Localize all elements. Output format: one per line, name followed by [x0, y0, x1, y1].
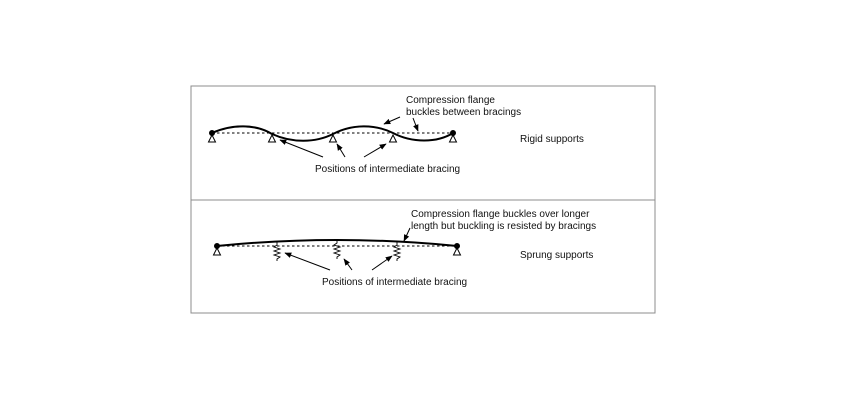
annotation-arrow: [412, 117, 419, 132]
annotation-arrow: [403, 227, 411, 242]
bracing-arrow: [371, 255, 393, 271]
support-triangle: [207, 133, 217, 143]
beam-end-left: [214, 243, 220, 249]
bottom-annotation: Compression flange buckles over longer l…: [411, 209, 596, 233]
top-bracing-label: Positions of intermediate bracing: [315, 164, 461, 175]
beam-end-right: [450, 130, 456, 136]
bracing-triangle: [388, 133, 398, 143]
bottom-panel-frame: [190, 199, 656, 314]
bottom-annotation-line: Compression flange buckles over longer: [411, 209, 590, 220]
bracing-triangle: [267, 133, 277, 143]
bracing-arrow: [284, 252, 331, 271]
bracing-arrow: [363, 143, 387, 158]
bracing-triangle: [328, 133, 338, 143]
rigid-beam-group: [207, 116, 458, 158]
spring-icon: [392, 242, 402, 261]
spring-icon: [272, 242, 282, 261]
bracing-arrow: [343, 258, 353, 271]
top-support-label: Rigid supports: [520, 134, 584, 145]
bottom-support-label: Sprung supports: [520, 250, 594, 261]
support-triangle: [212, 246, 222, 256]
top-annotation-line: buckles between bracings: [406, 107, 522, 118]
sprung-beam-group: [212, 227, 462, 271]
support-triangle: [448, 133, 458, 143]
bottom-bracing-label: Positions of intermediate bracing: [322, 277, 468, 288]
beam-end-right: [454, 243, 460, 249]
support-triangle: [452, 246, 462, 256]
bracing-arrow: [336, 143, 346, 158]
spring-icon: [332, 240, 342, 259]
top-annotation: Compression flange buckles between braci…: [406, 95, 521, 119]
top-annotation-line: Compression flange: [406, 95, 495, 106]
bottom-annotation-line: length but buckling is resisted by braci…: [411, 221, 597, 232]
annotation-arrow: [383, 116, 401, 125]
bracing-arrow: [279, 139, 324, 158]
beam-end-left: [209, 130, 215, 136]
